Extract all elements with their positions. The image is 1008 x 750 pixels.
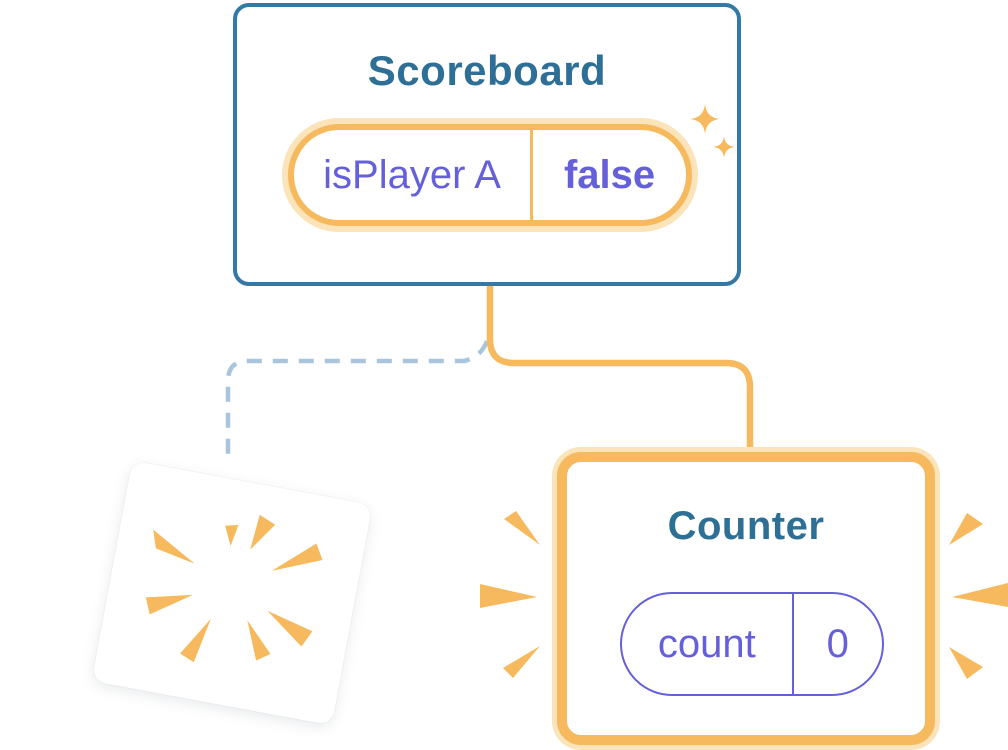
connector-removed-dashed-line (225, 340, 490, 464)
counter-component-card: Counter count 0 (557, 452, 935, 745)
counter-state-pill: count 0 (620, 592, 884, 696)
removed-component-card (91, 460, 373, 726)
scoreboard-title: Scoreboard (367, 47, 607, 94)
counter-title: Counter (667, 504, 825, 548)
emphasis-rays-right-icon (949, 513, 1008, 679)
state-value: false (563, 152, 656, 197)
connector-active-line (486, 282, 754, 456)
state-name: count (622, 594, 794, 694)
scoreboard-state-pill: isPlayer A false (288, 124, 692, 226)
emphasis-rays-left-icon (480, 511, 540, 678)
sparkle-icon (690, 104, 735, 158)
state-name: isPlayer A (294, 130, 534, 220)
poof-burst-icon (145, 510, 323, 663)
state-value: 0 (826, 621, 849, 666)
